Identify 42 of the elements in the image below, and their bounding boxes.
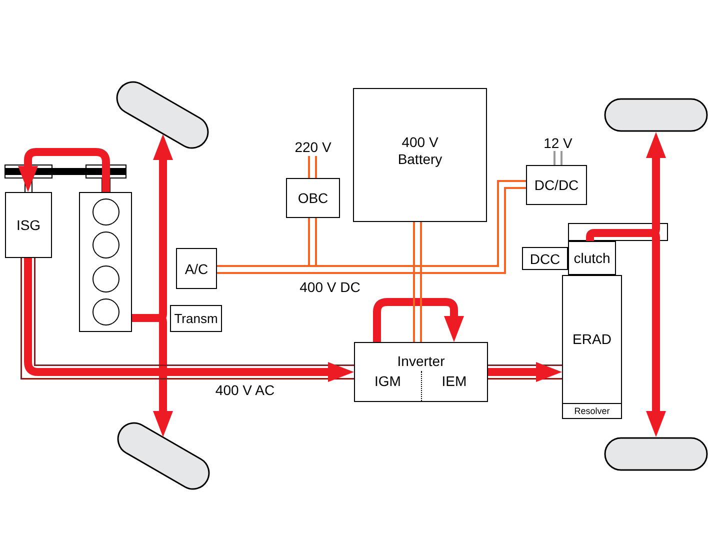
engine-block [79,192,132,332]
wheel [118,423,209,489]
component-box [170,305,222,332]
component-label: OBC [298,190,328,206]
double-line [217,180,526,274]
component-box [5,192,52,258]
component-box [526,165,587,205]
component-label: Resolver [574,406,610,416]
component-label: IEM [442,373,467,391]
double-line [308,156,317,178]
component-box [176,248,217,289]
component-label: clutch [574,250,610,266]
component-label: A/C [184,260,208,276]
component-box [562,275,622,419]
voltage-label: 12 V [543,135,573,151]
double-line [554,151,562,165]
wheel [117,82,208,148]
component-box [522,247,568,270]
wheel [604,437,708,471]
power-flow-arrow [373,298,464,342]
power-flow-arrow [18,148,110,192]
component-label: DC/DC [534,177,579,193]
edge-label: 400 V DC [298,279,362,295]
component-label: Inverter [397,353,445,369]
component-label: ISG [16,217,41,233]
power-cable-arrow [488,362,562,382]
component-label: Transm [174,310,218,326]
axle-housing-power-line [568,223,668,241]
component-label: DCC [530,250,560,266]
component-label: 400 V Battery [396,134,444,168]
power-cable-arrow [20,258,354,382]
wheel [604,98,708,132]
voltage-label: 220 V [294,139,332,156]
double-line [413,222,422,342]
component-label: IGM [374,373,401,391]
component-box [353,88,487,222]
double-line [308,218,317,266]
edge-label: 400 V AC [213,382,277,398]
component-box [286,178,340,218]
component-box [568,241,616,275]
component-box [354,342,488,402]
component-label: ERAD [572,331,612,347]
